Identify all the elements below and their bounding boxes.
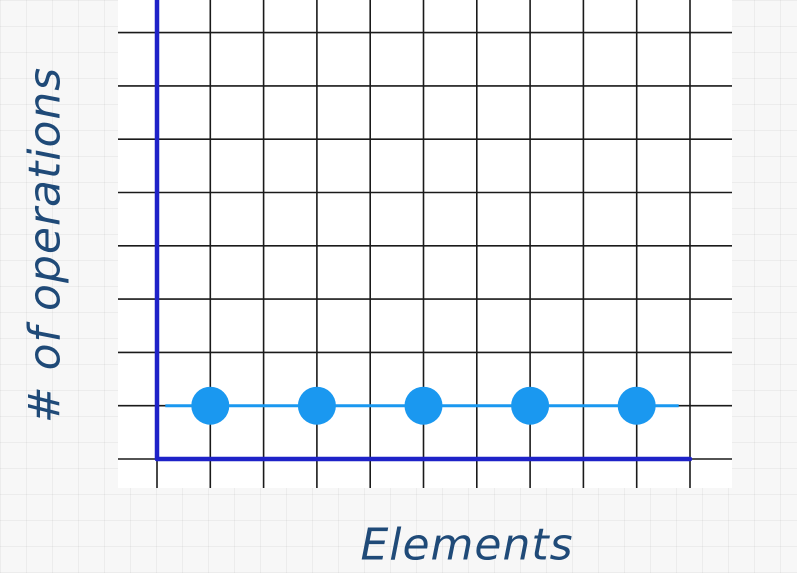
data-point [617, 386, 656, 425]
y-axis-label: # of operations [19, 66, 71, 424]
x-axis-label: Elements [360, 519, 574, 571]
series [165, 386, 679, 425]
data-point [511, 386, 550, 425]
data-point [404, 386, 443, 425]
data-point [191, 386, 230, 425]
data-point [297, 386, 336, 425]
axes [154, 0, 693, 462]
